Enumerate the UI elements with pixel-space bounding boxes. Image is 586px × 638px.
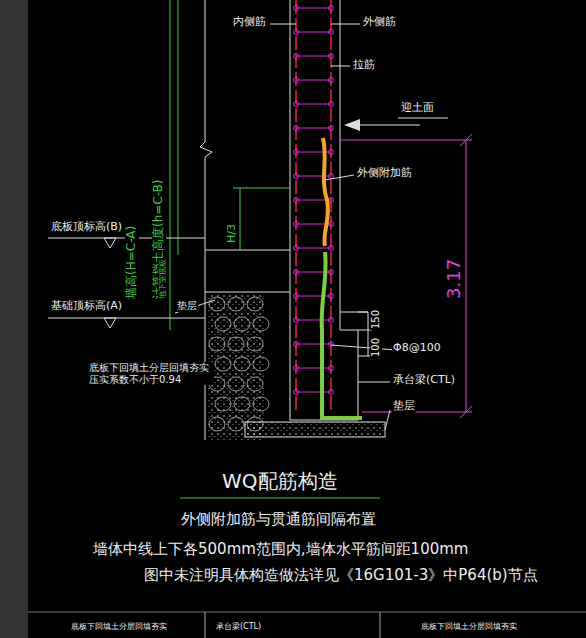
dimension: 150: [370, 309, 382, 330]
note: 底板下回填土分层回填夯实 压实系数不小于0.94: [88, 362, 214, 385]
dimension: H/3: [226, 223, 239, 244]
face-label: 迎土面: [400, 102, 435, 115]
part-label: 承台梁(CTL): [392, 374, 456, 387]
note: 图中未注明具体构造做法详见《16G101-3》中P64(b)节点: [143, 567, 539, 584]
note: 底板下回填土分层回填夯实: [420, 622, 518, 631]
bar-label: 外侧附加筋: [356, 167, 413, 180]
part-label: 垫层: [392, 400, 416, 413]
part-label: 承台梁(CTL): [215, 622, 262, 631]
bar-label: 内侧筋: [232, 16, 267, 29]
level-label: 基础顶标高(A): [50, 300, 123, 313]
dimension: 3.17: [444, 258, 465, 300]
dimension: 墙高(H=C-A): [125, 225, 139, 300]
part-label: 垫层: [176, 300, 198, 312]
bar-label: 拉筋: [352, 59, 376, 72]
note: 墙体中线上下各500mm范围内,墙体水平筋间距100mm: [92, 541, 469, 558]
dimension: 100: [370, 337, 382, 358]
bar-label: 外侧筋: [362, 16, 397, 29]
rebar-spec: Φ8@100: [392, 342, 442, 355]
note: 外侧附加筋与贯通筋间隔布置: [180, 511, 377, 528]
part-label: 地下室底板: [158, 258, 167, 300]
title: WQ配筋构造: [221, 470, 339, 493]
level-label: 底板顶标高(B): [50, 221, 123, 234]
note: 底板下回填土分层回填夯实: [70, 622, 168, 631]
